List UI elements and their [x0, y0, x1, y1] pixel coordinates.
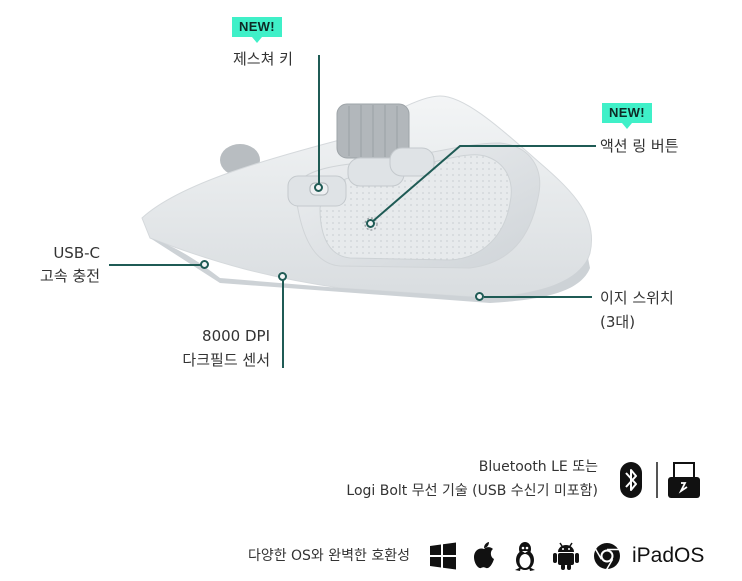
windows-icon: [427, 540, 459, 572]
easy-switch-label-line2: (3대): [600, 313, 636, 331]
gesture-key-marker: [314, 183, 323, 192]
compatibility-label: 다양한 OS와 완벽한 호환성: [247, 548, 410, 564]
easy-switch-marker: [475, 292, 484, 301]
sensor-label-line1: 8000 DPI: [202, 327, 270, 345]
usbc-label-line2: 고속 충전: [40, 267, 100, 285]
easy-switch-leader-line: [484, 296, 592, 298]
usbc-label-line1: USB-C: [53, 244, 100, 262]
connectivity-line2: Logi Bolt 무선 기술 (USB 수신기 미포함): [346, 483, 598, 499]
action-ring-label: 액션 링 버튼: [600, 137, 679, 155]
sensor-leader-line: [282, 278, 284, 368]
sensor-marker: [278, 272, 287, 281]
usbc-leader-line: [109, 264, 202, 266]
ipados-label: iPadOS: [632, 544, 705, 567]
action-ring-new-badge: NEW!: [602, 103, 652, 129]
gesture-key-leader-line: [318, 55, 320, 188]
action-ring-marker: [366, 219, 375, 228]
logi-bolt-receiver-icon: [668, 462, 700, 498]
connectivity-line1: Bluetooth LE 또는: [478, 459, 598, 475]
os-icon-row: iPadOS: [427, 540, 704, 572]
action-ring-leader-line: [371, 145, 596, 223]
connectivity-divider: [656, 462, 658, 498]
linux-icon: [509, 540, 541, 572]
apple-icon: [468, 540, 500, 572]
sensor-label-line2: 다크필드 센서: [182, 351, 270, 369]
bluetooth-icon: [620, 462, 642, 498]
easy-switch-label-line1: 이지 스위치: [600, 289, 674, 307]
chrome-icon: [591, 540, 623, 572]
gesture-key-new-badge: NEW!: [232, 17, 282, 43]
gesture-key-label: 제스쳐 키: [233, 50, 293, 68]
android-icon: [550, 540, 582, 572]
usbc-marker: [200, 260, 209, 269]
